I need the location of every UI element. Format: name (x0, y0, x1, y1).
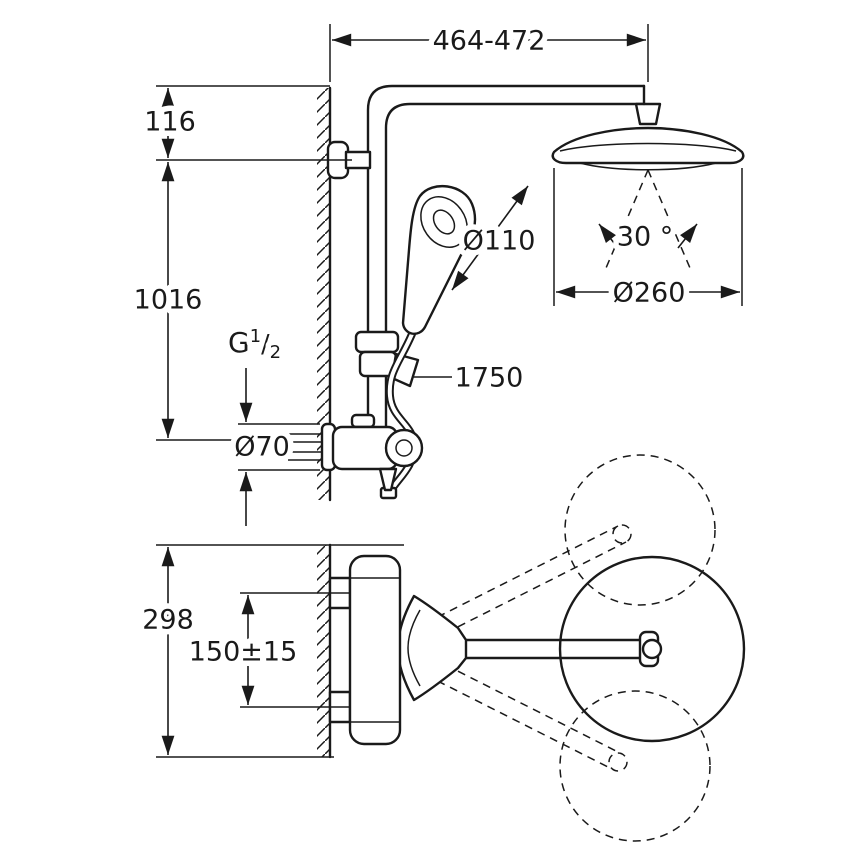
swivel-position-upper (399, 454, 716, 653)
dim-body-height: 298 (137, 544, 404, 758)
pipe-outer-line (366, 84, 646, 431)
dim-label-hose-length: 1750 (455, 363, 524, 394)
dim-connection-spacing: 150±15 (183, 592, 350, 708)
shower-pipe-and-arm (366, 84, 662, 431)
swivel-position-lower (399, 645, 711, 842)
dim-label-arm-projection: 464-472 (433, 26, 546, 57)
bell-inner-line (407, 609, 421, 687)
swivel-arm-edge (407, 645, 623, 755)
angle-arrow-left (598, 223, 619, 249)
dimension-line (451, 185, 529, 291)
head-shower-side-view (551, 126, 745, 171)
head-shower-plan (558, 555, 746, 743)
head-shower-plan-circle (558, 555, 746, 743)
hand-shower-side-view (401, 184, 477, 335)
swivel-arm-edge (399, 525, 619, 637)
angle-reference-line (647, 169, 691, 269)
thermostat-plan-view (328, 554, 402, 746)
arm-joint-circle (608, 752, 628, 772)
swivel-arm-plan (454, 630, 660, 668)
arm-joint-circle (612, 524, 632, 544)
dim-label-body-height: 298 (142, 605, 194, 636)
dim-label-hand-shower-diameter: Ø110 (463, 226, 536, 257)
diverter-knob (350, 413, 376, 429)
spray-face-line (579, 162, 717, 171)
thermostat-front-view (288, 413, 424, 492)
hose-outlet (378, 467, 398, 492)
wall-lower (317, 543, 332, 759)
hand-shower-outline (401, 184, 477, 335)
thread-size-label: G1/2 (223, 321, 287, 369)
angle-reference-line (605, 169, 649, 269)
head-connector-cone (634, 102, 662, 126)
dim-label-connection-spacing: 150±15 (189, 637, 298, 668)
head-shower-position-circle (559, 690, 711, 842)
handle-detail (395, 439, 413, 457)
dim-escutcheon-diameter: Ø70 (229, 368, 320, 526)
swivel-arm-edge (399, 661, 615, 771)
dim-label-top-offset: 116 (144, 107, 196, 138)
thermostat-body-plan (348, 554, 402, 746)
hose-fill (387, 332, 417, 494)
dim-swivel-angle: 30 ° (598, 169, 698, 269)
head-shower-outline (551, 126, 745, 165)
wall-hatching (317, 88, 330, 500)
dim-top-offset: 116 (139, 85, 352, 161)
dim-pipe-height: 1016 (128, 162, 232, 441)
dim-label-swivel-angle: 30 ° (617, 222, 673, 253)
swivel-arm-edge (407, 541, 627, 653)
hand-shower-plan (396, 594, 468, 702)
dim-label-thread: G1/2 (228, 326, 281, 363)
thermostat-handle (384, 428, 424, 468)
dim-head-shower-diameter: Ø260 (553, 168, 743, 314)
dim-label-escutcheon-diameter: Ø70 (234, 432, 290, 463)
wall-hatching (317, 545, 330, 757)
spray-face-inner (432, 209, 456, 235)
glider-clamp (354, 330, 400, 354)
angle-arrow-right (677, 223, 698, 249)
dim-label-pipe-height: 1016 (134, 285, 203, 316)
head-shower-center (641, 638, 663, 660)
shower-arm-plan (454, 638, 650, 660)
dim-arm-projection: 464-472 (329, 20, 649, 82)
head-inner-line (559, 142, 737, 152)
dim-hand-shower-diameter: Ø110 (451, 185, 541, 291)
hose-length-label: 1750 (412, 357, 529, 399)
dim-label-head-shower-diameter: Ø260 (613, 278, 686, 309)
head-shower-position-circle (564, 454, 716, 606)
pipe-inner-line (384, 102, 646, 431)
